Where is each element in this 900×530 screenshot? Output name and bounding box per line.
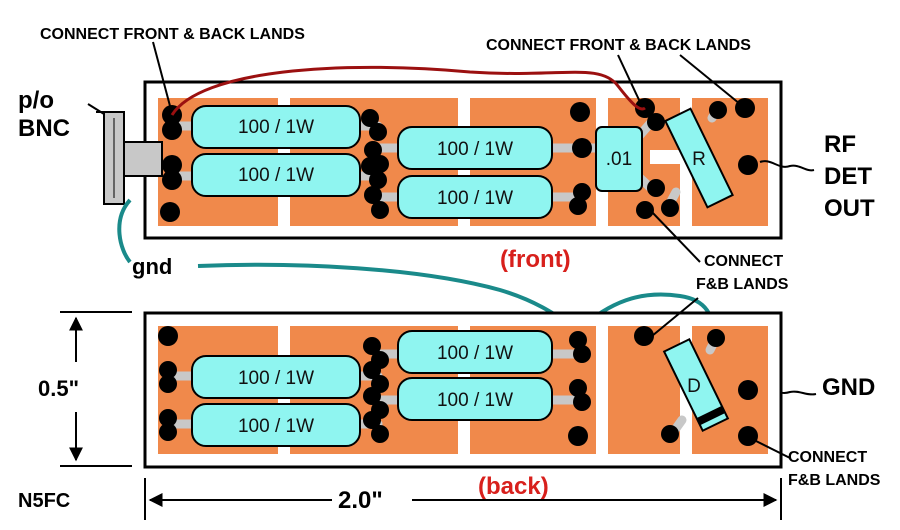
back-caption: (back) bbox=[478, 473, 549, 500]
front-resistor-3: 100 / 1W bbox=[397, 126, 553, 170]
connect-fb-1-line1: CONNECT bbox=[704, 253, 783, 270]
width-dimension bbox=[144, 478, 782, 520]
front-resistor-1: 100 / 1W bbox=[191, 105, 361, 149]
back-pads bbox=[158, 326, 758, 446]
rf-label: RF bbox=[824, 131, 856, 158]
bnc-label: BNC bbox=[18, 115, 70, 142]
height-dimension-label: 0.5" bbox=[38, 376, 79, 401]
out-label: OUT bbox=[824, 195, 875, 222]
bnc-body bbox=[123, 141, 163, 177]
front-land-gap bbox=[650, 150, 682, 164]
back-resistor-4-label: 100 / 1W bbox=[437, 390, 513, 411]
front-resistor-4: 100 / 1W bbox=[397, 175, 553, 219]
gnd-out-label: GND bbox=[822, 374, 875, 401]
detector-resistor: R bbox=[664, 107, 734, 209]
front-resistor-3-label: 100 / 1W bbox=[437, 139, 513, 160]
back-board: 100 / 1W 100 / 1W 100 / 1W 100 / 1W D bbox=[143, 311, 783, 469]
front-resistor-4-label: 100 / 1W bbox=[437, 188, 513, 209]
capacitor-label: .01 bbox=[606, 149, 632, 170]
connect-front-back-left-label: CONNECT FRONT & BACK LANDS bbox=[40, 26, 305, 43]
front-resistor-2: 100 / 1W bbox=[191, 153, 361, 197]
back-resistor-1: 100 / 1W bbox=[191, 355, 361, 399]
bnc-connector bbox=[87, 103, 163, 205]
connect-fb-2-line2: F&B LANDS bbox=[788, 472, 881, 489]
height-dimension bbox=[60, 311, 132, 467]
diode-cathode-band bbox=[696, 405, 726, 426]
front-caption: (front) bbox=[500, 246, 571, 273]
connect-fb-2-line1: CONNECT bbox=[788, 449, 867, 466]
connect-fb-1-line2: F&B LANDS bbox=[696, 276, 789, 293]
back-resistor-2: 100 / 1W bbox=[191, 403, 361, 447]
det-label: DET bbox=[824, 163, 872, 190]
detector-resistor-label: R bbox=[692, 149, 706, 170]
callout-lines bbox=[152, 41, 791, 459]
back-resistor-1-label: 100 / 1W bbox=[238, 368, 314, 389]
bnc-ground-wire bbox=[117, 198, 132, 264]
rf-out-wire bbox=[759, 160, 815, 172]
author-label: N5FC bbox=[18, 490, 70, 512]
back-resistor-2-label: 100 / 1W bbox=[238, 416, 314, 437]
back-resistor-3: 100 / 1W bbox=[397, 330, 553, 374]
front-resistor-1-label: 100 / 1W bbox=[238, 117, 314, 138]
front-pads bbox=[160, 98, 758, 222]
po-label: p/o bbox=[18, 87, 54, 114]
diode: D bbox=[662, 337, 730, 433]
back-resistor-3-label: 100 / 1W bbox=[437, 343, 513, 364]
back-resistor-4: 100 / 1W bbox=[397, 377, 553, 421]
capacitor: .01 bbox=[595, 126, 643, 192]
front-back-jumper-wire bbox=[170, 65, 646, 116]
front-board: 100 / 1W 100 / 1W 100 / 1W 100 / 1W .01 … bbox=[143, 80, 783, 240]
gnd-wire-label: gnd bbox=[132, 254, 172, 279]
diode-label: D bbox=[687, 376, 701, 397]
width-dimension-label: 2.0" bbox=[338, 487, 383, 514]
connect-front-back-right-label: CONNECT FRONT & BACK LANDS bbox=[486, 37, 751, 54]
front-resistor-2-label: 100 / 1W bbox=[238, 165, 314, 186]
